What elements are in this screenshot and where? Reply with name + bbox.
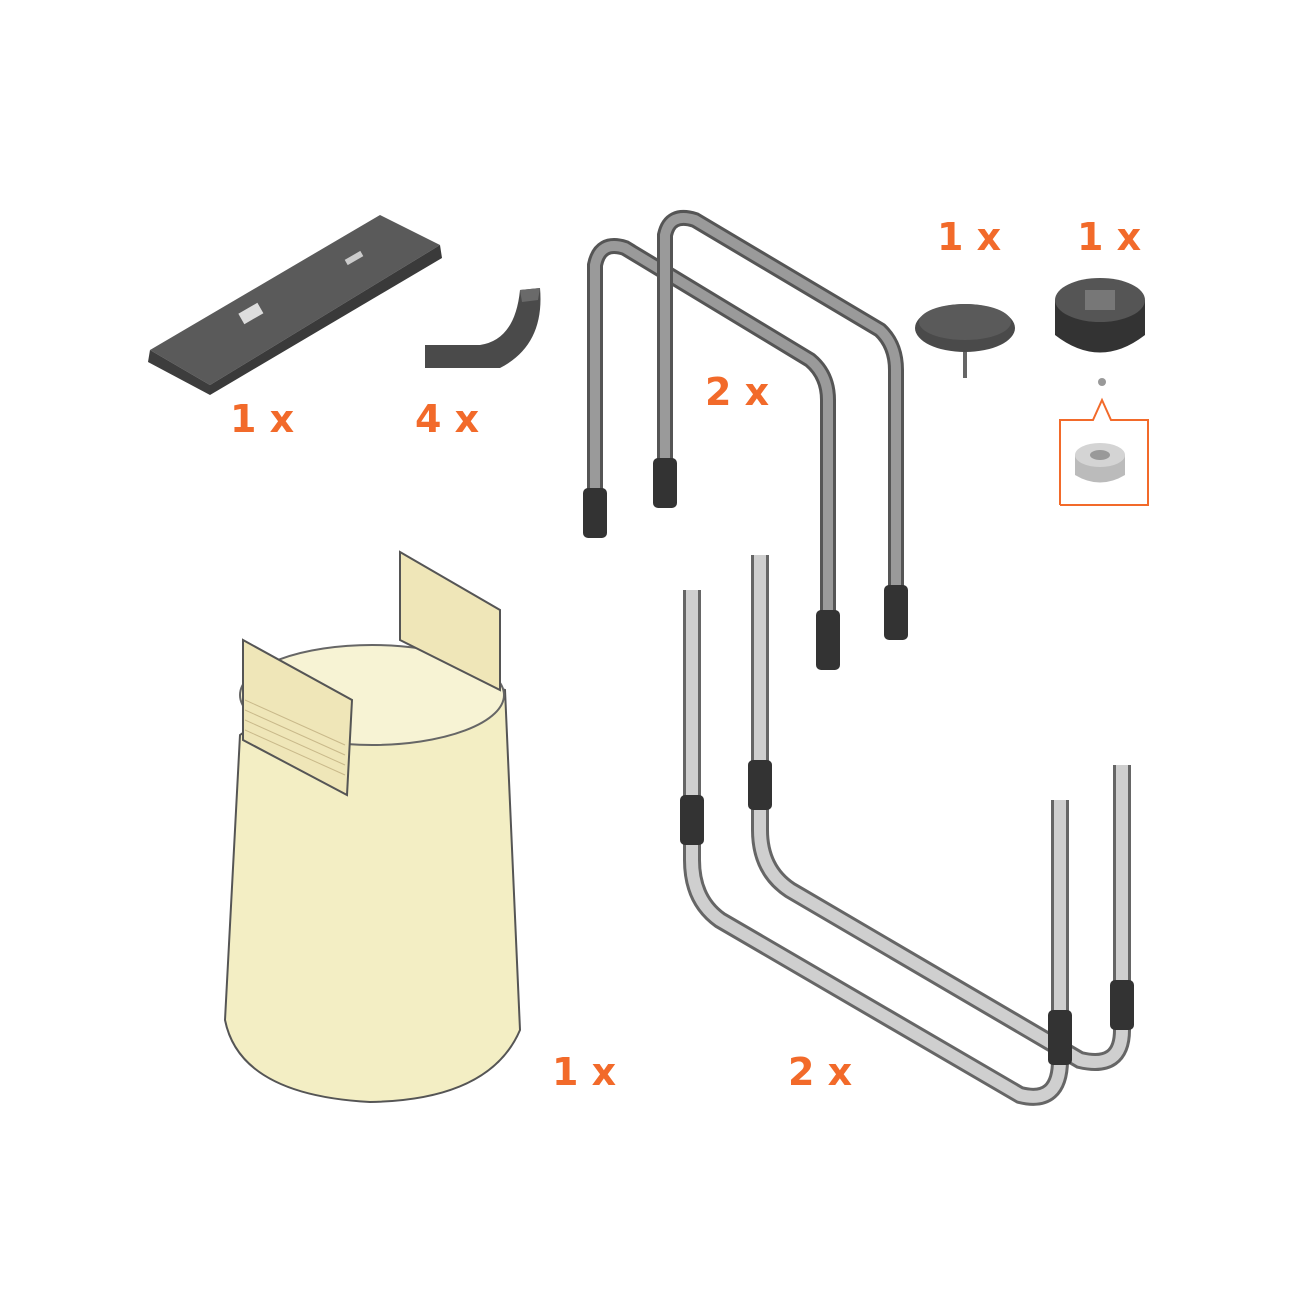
leg-caps [583, 458, 908, 670]
mounting-bracket [148, 215, 442, 395]
upper-leg-frame [587, 209, 904, 628]
lower-leg-frame [683, 555, 1131, 1106]
quantity-label: 2 x [705, 370, 769, 414]
fabric-bin [223, 550, 522, 1104]
quantity-label: 4 x [415, 397, 479, 441]
quantity-label: 1 x [230, 397, 294, 441]
quantity-label: 2 x [788, 1050, 852, 1094]
foot-cap [1055, 278, 1149, 506]
pivot-disc [915, 304, 1015, 378]
corner-clip [425, 288, 541, 368]
quantity-label: 1 x [552, 1050, 616, 1094]
leg-sleeves [680, 760, 1134, 1065]
quantity-label: 1 x [1077, 215, 1141, 259]
quantity-label: 1 x [937, 215, 1001, 259]
